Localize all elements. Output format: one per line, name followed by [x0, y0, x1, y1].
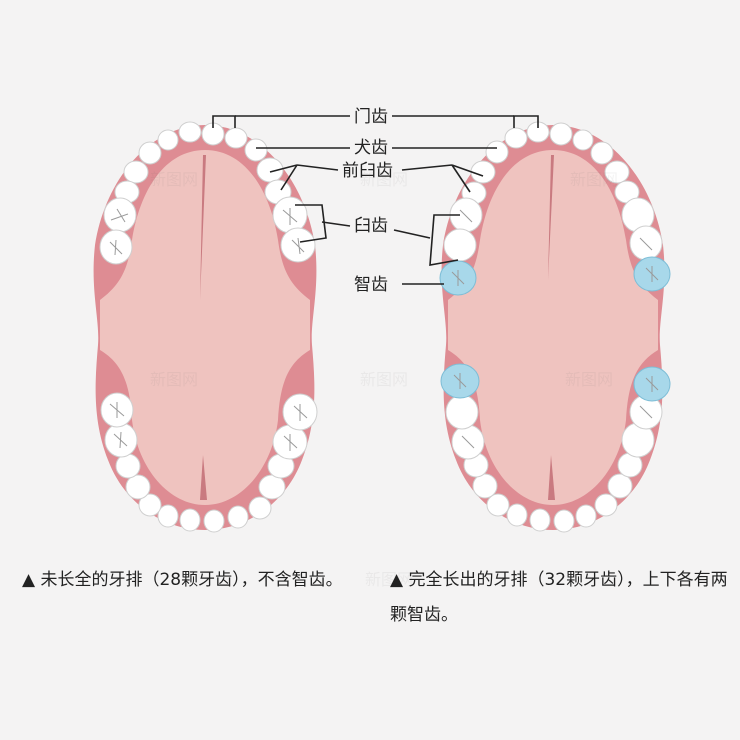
- label-premolar-text: 前臼齿: [342, 161, 393, 181]
- svg-text:新图网: 新图网: [150, 170, 198, 189]
- label-canine: 犬齿: [256, 138, 497, 158]
- tooth: [227, 505, 249, 529]
- tooth: [445, 394, 479, 430]
- midline-lower-right: [548, 455, 555, 500]
- tooth: [506, 503, 528, 527]
- palate-left: [100, 150, 310, 505]
- tooth: [553, 509, 575, 533]
- tooth: [472, 473, 498, 499]
- tooth: [224, 127, 248, 149]
- leader-line: [429, 214, 460, 266]
- tooth: [138, 493, 162, 517]
- midline-upper-right: [548, 155, 554, 280]
- tooth: [157, 129, 179, 151]
- label-incisor-text: 门齿: [354, 107, 388, 127]
- svg-text:新图网: 新图网: [565, 370, 613, 389]
- leader-line: [280, 164, 298, 191]
- tooth-groove: [109, 402, 308, 451]
- tooth-groove: [109, 208, 305, 256]
- palate-right: [448, 150, 658, 505]
- leader-line: [513, 115, 539, 128]
- leader-line: [393, 229, 431, 239]
- midline-lower-left: [200, 455, 207, 500]
- label-wisdom-text: 智齿: [354, 275, 388, 295]
- lower-teeth-right: [440, 363, 671, 533]
- leader-line: [451, 164, 471, 193]
- leader-line: [451, 164, 484, 177]
- watermark: 新图网 新图网 新图网 新图网 新图网 新图网 新图网: [150, 170, 618, 589]
- label-incisor: 门齿: [212, 107, 539, 128]
- tooth: [607, 473, 633, 499]
- tooth: [103, 197, 137, 233]
- tooth: [258, 474, 286, 500]
- label-molar-text: 臼齿: [354, 216, 388, 236]
- label-premolar: 前臼齿: [269, 161, 484, 193]
- tooth-groove: [453, 373, 659, 449]
- label-wisdom: 智齿: [354, 275, 444, 295]
- leader-line: [401, 164, 453, 171]
- leader-line: [296, 164, 339, 171]
- tooth: [244, 138, 268, 162]
- tooth: [572, 129, 594, 151]
- tooth: [590, 141, 614, 165]
- tooth: [203, 509, 225, 533]
- svg-text:新图网: 新图网: [360, 170, 408, 189]
- tooth: [470, 160, 496, 184]
- label-canine-text: 犬齿: [354, 138, 388, 158]
- tooth: [485, 140, 509, 164]
- leader-line: [212, 115, 236, 128]
- tooth: [125, 474, 151, 500]
- tooth: [280, 227, 316, 263]
- tooth: [443, 228, 477, 262]
- midline-upper-left: [200, 155, 206, 300]
- tooth: [179, 508, 201, 532]
- caption-right: ▲ 完全长出的牙排（32颗牙齿），上下各有两颗智齿。: [390, 570, 728, 625]
- lower-teeth-left: [100, 392, 318, 533]
- tooth: [115, 453, 141, 479]
- tooth: [138, 141, 162, 165]
- tooth: [575, 504, 597, 528]
- svg-text:新图网: 新图网: [365, 570, 413, 589]
- leader-line: [321, 221, 351, 227]
- svg-text:新图网: 新图网: [570, 170, 618, 189]
- tooth: [549, 122, 573, 146]
- tooth: [486, 493, 510, 517]
- tooth: [604, 160, 630, 184]
- tooth: [529, 508, 551, 532]
- tooth: [123, 160, 149, 184]
- upper-teeth-right: [439, 121, 671, 296]
- svg-text:新图网: 新图网: [150, 370, 198, 389]
- label-molar: 臼齿: [295, 204, 460, 266]
- caption-left: ▲ 未长全的牙排（28颗牙齿），不含智齿。: [22, 570, 343, 590]
- jaw-left-28-teeth: [93, 121, 318, 533]
- tooth-groove: [451, 209, 659, 286]
- svg-text:新图网: 新图网: [360, 370, 408, 389]
- jaw-right-32-teeth: [439, 121, 671, 533]
- tooth: [178, 121, 202, 143]
- tooth: [629, 225, 663, 261]
- leader-line: [269, 164, 298, 173]
- tooth: [157, 504, 179, 528]
- tooth: [248, 496, 272, 520]
- tooth: [594, 493, 618, 517]
- tooth: [504, 127, 528, 149]
